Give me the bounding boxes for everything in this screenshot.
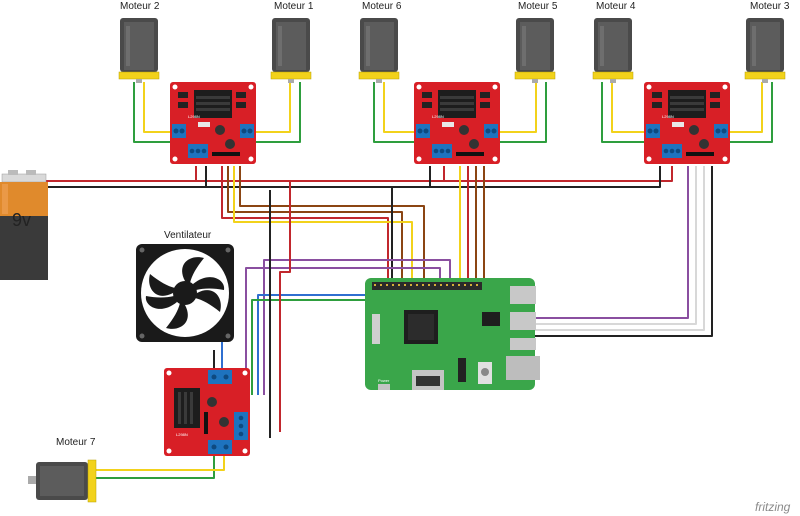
motor-1-label: Moteur 1: [274, 1, 314, 12]
motor-3: Moteur 3: [744, 1, 790, 84]
motor5-wire-green: [500, 82, 547, 143]
motor-3-label: Moteur 3: [750, 1, 790, 12]
motor-driver-4-chip-label: L298N: [176, 432, 188, 437]
battery-red-wire: [42, 166, 673, 182]
fan-label: Ventilateur: [164, 230, 212, 241]
motor-4-label: Moteur 4: [596, 1, 636, 12]
motor1-wire-yellow: [256, 82, 291, 133]
motor-driver-1-chip-label: L298N: [188, 114, 200, 119]
fan-blades: [145, 257, 225, 329]
motor4-wire-green: [601, 82, 644, 143]
motor-4: Moteur 4: [592, 1, 636, 84]
motor-driver-2: L298N: [414, 82, 500, 164]
motor-7: Moteur 7: [28, 437, 97, 503]
battery-black-wire: [42, 166, 661, 188]
motor-6: Moteur 6: [358, 1, 402, 84]
motor4-wire-yellow: [611, 82, 644, 133]
motor-5-label: Moteur 5: [518, 1, 558, 12]
raspberry-pi-board: Power: [365, 278, 540, 390]
motor6-wire-yellow: [383, 82, 414, 133]
motor-driver-3: L298N: [644, 82, 730, 164]
motor2-wire-green: [133, 82, 170, 143]
motor-driver-3-chip-label: L298N: [662, 114, 674, 119]
motor-1: Moteur 1: [270, 1, 314, 84]
battery-9v: 9v: [0, 170, 48, 280]
battery-voltage-label: 9v: [12, 210, 31, 230]
fritzing-watermark: fritzing: [755, 500, 791, 514]
motor-7-label: Moteur 7: [56, 437, 96, 448]
motor6-wire-green: [373, 82, 414, 143]
motor3-wire-green: [730, 82, 773, 143]
motor1-wire-green: [256, 82, 301, 143]
fan: Ventilateur: [136, 230, 234, 342]
motor-driver-2-chip-label: L298N: [432, 114, 444, 119]
motor-driver-1: L298N: [170, 82, 256, 164]
wires: [42, 82, 773, 479]
motor-5: Moteur 5: [514, 1, 558, 84]
motor-2-label: Moteur 2: [120, 1, 160, 12]
motor-2: Moteur 2: [118, 1, 160, 84]
motor-driver-4: L298N: [164, 368, 250, 456]
motor5-wire-yellow: [500, 82, 537, 133]
motor2-wire-yellow: [143, 82, 170, 133]
pi-power-label: Power: [378, 378, 390, 383]
motor-6-label: Moteur 6: [362, 1, 402, 12]
motor3-wire-yellow: [730, 82, 763, 133]
